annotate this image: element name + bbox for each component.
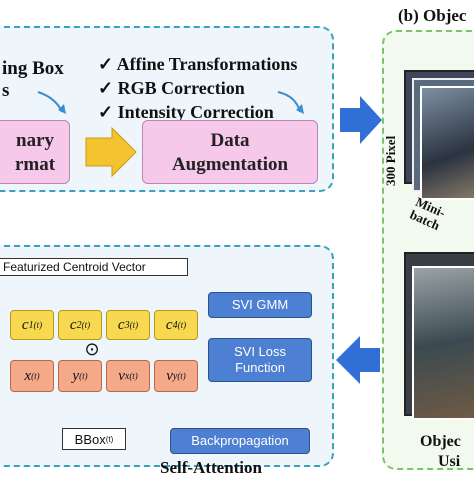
state-cell-var: x — [24, 367, 32, 384]
centroid-cell-sup: (t) — [33, 320, 43, 330]
backpropagation-box: Backpropagation — [170, 428, 310, 454]
object-detection-title: (b) Objec — [398, 6, 467, 25]
state-cell-sup: (t) — [129, 371, 138, 381]
binary-format-box: nary rmat — [0, 120, 70, 184]
binary-format-line-2: rmat — [14, 154, 56, 175]
state-cell-var: y — [72, 367, 80, 384]
bbox-label: BBox — [74, 431, 106, 447]
data-augmentation-line-1: Data — [210, 130, 250, 151]
state-cell-var: v — [118, 367, 125, 384]
bbox-input: BBox(t) — [62, 428, 126, 450]
frame-stack-bottom-front — [412, 266, 474, 420]
svi-loss-line-1: SVI Loss — [233, 344, 287, 359]
state-cell-sup: (t) — [177, 371, 186, 381]
checklist-item: ✓ Intensity Correction — [98, 100, 297, 124]
state-cell-sub: x — [124, 370, 130, 382]
state-cell: x(t) — [10, 360, 54, 392]
state-cell-sub: y — [172, 370, 178, 382]
checklist-item: ✓ RGB Correction — [98, 76, 297, 100]
centroid-cell-var: c — [165, 316, 173, 333]
checklist-item-label: RGB Correction — [117, 78, 245, 98]
centroid-cell-sup: (t) — [177, 320, 187, 330]
elementwise-product-icon: ⊙ — [84, 339, 100, 359]
checklist-item-label: Intensity Correction — [117, 102, 274, 122]
blue-arrow-right — [340, 96, 382, 144]
centroid-cell-sup: (t) — [129, 320, 139, 330]
centroid-cell-sub: 2 — [76, 319, 82, 331]
object-bottom-label: Objec Usi — [420, 432, 461, 472]
state-cell-var: v — [166, 367, 173, 384]
curved-arrow-left-head — [58, 104, 66, 114]
centroid-cell-sub: 4 — [172, 319, 178, 331]
svi-loss-line-2: Function — [235, 360, 285, 375]
bounding-box-label: ing Box — [2, 58, 64, 79]
centroid-cell-c: c — [117, 316, 125, 333]
curved-arrow-right-head — [296, 104, 304, 114]
pixel-size-label: 300 Pixel — [383, 135, 398, 186]
curved-arrow-right — [277, 91, 301, 113]
check-icon: ✓ — [98, 54, 114, 74]
checklist-item-label: Affine Transformations — [116, 54, 298, 74]
bounding-box-label-2: s — [2, 80, 10, 101]
centroid-cell-c: c — [69, 316, 77, 333]
binary-format-line-1: nary — [16, 130, 54, 151]
featurized-centroid-vector: Featurized Centroid Vector — [0, 258, 188, 276]
centroid-cell-sub: 3 — [124, 319, 130, 331]
frame-stack-front — [420, 86, 474, 200]
curved-arrow-left — [37, 91, 63, 113]
object-bottom-label-1: Objec — [420, 433, 461, 450]
data-augmentation-box: Data Augmentation — [142, 120, 318, 184]
bbox-sup: (t) — [105, 434, 114, 444]
checklist-item: ✓ Affine Transformations — [98, 52, 297, 76]
check-icon: ✓ — [98, 78, 114, 98]
state-cell: y(t) — [58, 360, 102, 392]
object-bottom-label-2: Usi — [438, 453, 461, 470]
centroid-cell-sup: (t) — [81, 320, 91, 330]
check-icon: ✓ — [98, 102, 114, 122]
self-attention-title: Self-Attention — [160, 458, 262, 477]
yellow-arrow — [85, 126, 137, 178]
augmentation-checklist: ✓ Affine Transformations ✓ RGB Correctio… — [98, 52, 297, 124]
state-cell-sup: (t) — [31, 371, 40, 381]
svi-gmm-box: SVI GMM — [208, 292, 312, 318]
svi-loss-box: SVI Loss Function — [208, 338, 312, 382]
state-cell-sup: (t) — [79, 371, 88, 381]
data-augmentation-line-2: Augmentation — [171, 154, 289, 175]
centroid-cell-c: c — [21, 316, 29, 333]
centroid-cell-sub: 1 — [28, 319, 34, 331]
blue-arrow-left — [336, 336, 380, 384]
